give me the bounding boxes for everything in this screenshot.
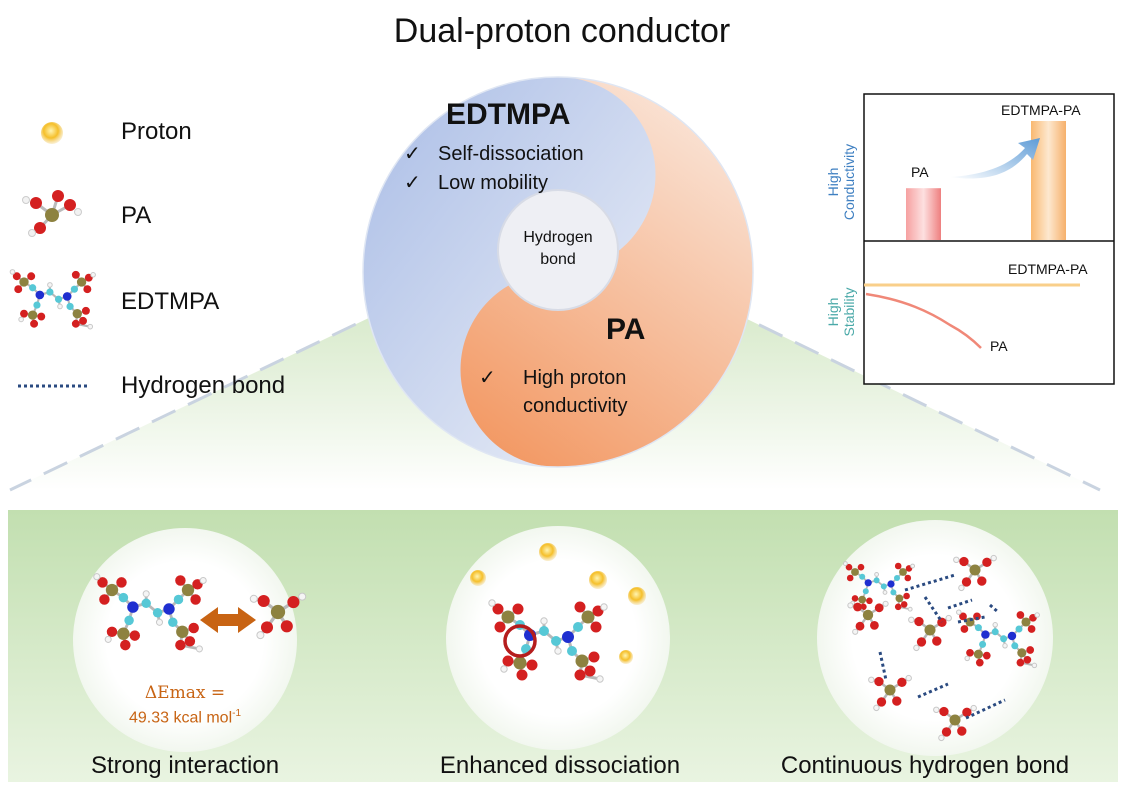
caption-enhanced-dissociation: Enhanced dissociation [439, 752, 681, 779]
legend-label-pa: PA [121, 202, 152, 229]
energy-value: 49.33 kcal mol-1 [85, 708, 285, 727]
caption-strong-interaction: Strong interaction [90, 752, 280, 779]
axis-label-line: High [825, 167, 841, 197]
line-label-pa: PA [990, 338, 1008, 354]
hydrogen-bond-dashes [878, 573, 1006, 720]
bar-label-pa: PA [911, 164, 929, 180]
edtmpa-title: EDTMPA [446, 98, 571, 131]
energy-label: ΔEmax = [144, 683, 226, 703]
legend-label-edtmpa: EDTMPA [121, 288, 220, 315]
legend-label-hydrogen-bond: Hydrogen bond [121, 372, 286, 399]
inset-chart [863, 93, 1115, 385]
edtmpa-feature-1: ✓ Self-dissociation [404, 141, 584, 166]
axis-label-line: High [825, 297, 841, 327]
check-icon: ✓ [404, 172, 421, 194]
energy-unit-sup: -1 [232, 708, 242, 719]
proton-icon [589, 571, 607, 589]
pa-molecule-icon [22, 190, 82, 237]
yin-yang [362, 76, 754, 468]
proton-icon [470, 570, 486, 586]
hydrogen-bond-network [842, 554, 1040, 742]
pa-title: PA [606, 313, 646, 346]
double-arrow-icon [200, 607, 256, 633]
bar-pa [906, 188, 941, 240]
axis-label-stability: High Stability [825, 252, 857, 372]
pa-feature: ✓ High proton [479, 365, 626, 390]
axis-label-line: Stability [841, 287, 857, 337]
proton-icon [619, 650, 633, 664]
center-line-1: Hydrogen [523, 229, 593, 246]
caption-continuous-hydrogen-bond: Continuous hydrogen bond [780, 752, 1070, 779]
proton-icon [41, 122, 63, 144]
edtmpa-feature-2: ✓ Low mobility [404, 170, 548, 195]
feature-text: Self-dissociation [438, 143, 584, 165]
check-icon: ✓ [404, 143, 421, 165]
proton-icon [628, 587, 646, 605]
hydrogen-bond-center: Hydrogen bond [500, 227, 616, 271]
increase-arrow-icon [950, 138, 1040, 179]
axis-label-conductivity: High Conductivity [825, 122, 857, 242]
energy-value-text: 49.33 kcal mol [128, 709, 233, 727]
stability-line-pa [865, 292, 982, 349]
axis-label-line: Conductivity [841, 143, 857, 221]
proton-icon [539, 543, 557, 561]
bar-edtmpa-pa [1031, 121, 1066, 240]
page-title: Dual-proton conductor [393, 12, 731, 50]
feature-text: Low mobility [438, 172, 549, 194]
pa-molecule-strong [249, 592, 307, 640]
pa-feature-cont: conductivity [523, 395, 628, 417]
check-icon: ✓ [479, 367, 496, 389]
center-line-2: bond [540, 251, 576, 268]
edtmpa-molecule-icon [9, 269, 96, 330]
line-label-edtmpa-pa: EDTMPA-PA [1008, 261, 1088, 277]
legend-label-proton: Proton [121, 118, 192, 145]
feature-text: High proton [523, 367, 627, 389]
nitrogen-highlight-circle [503, 624, 537, 658]
edtmpa-molecule-dissociation [488, 599, 608, 683]
bar-label-edtmpa-pa: EDTMPA-PA [1001, 102, 1081, 118]
edtmpa-molecule-strong [93, 573, 207, 653]
